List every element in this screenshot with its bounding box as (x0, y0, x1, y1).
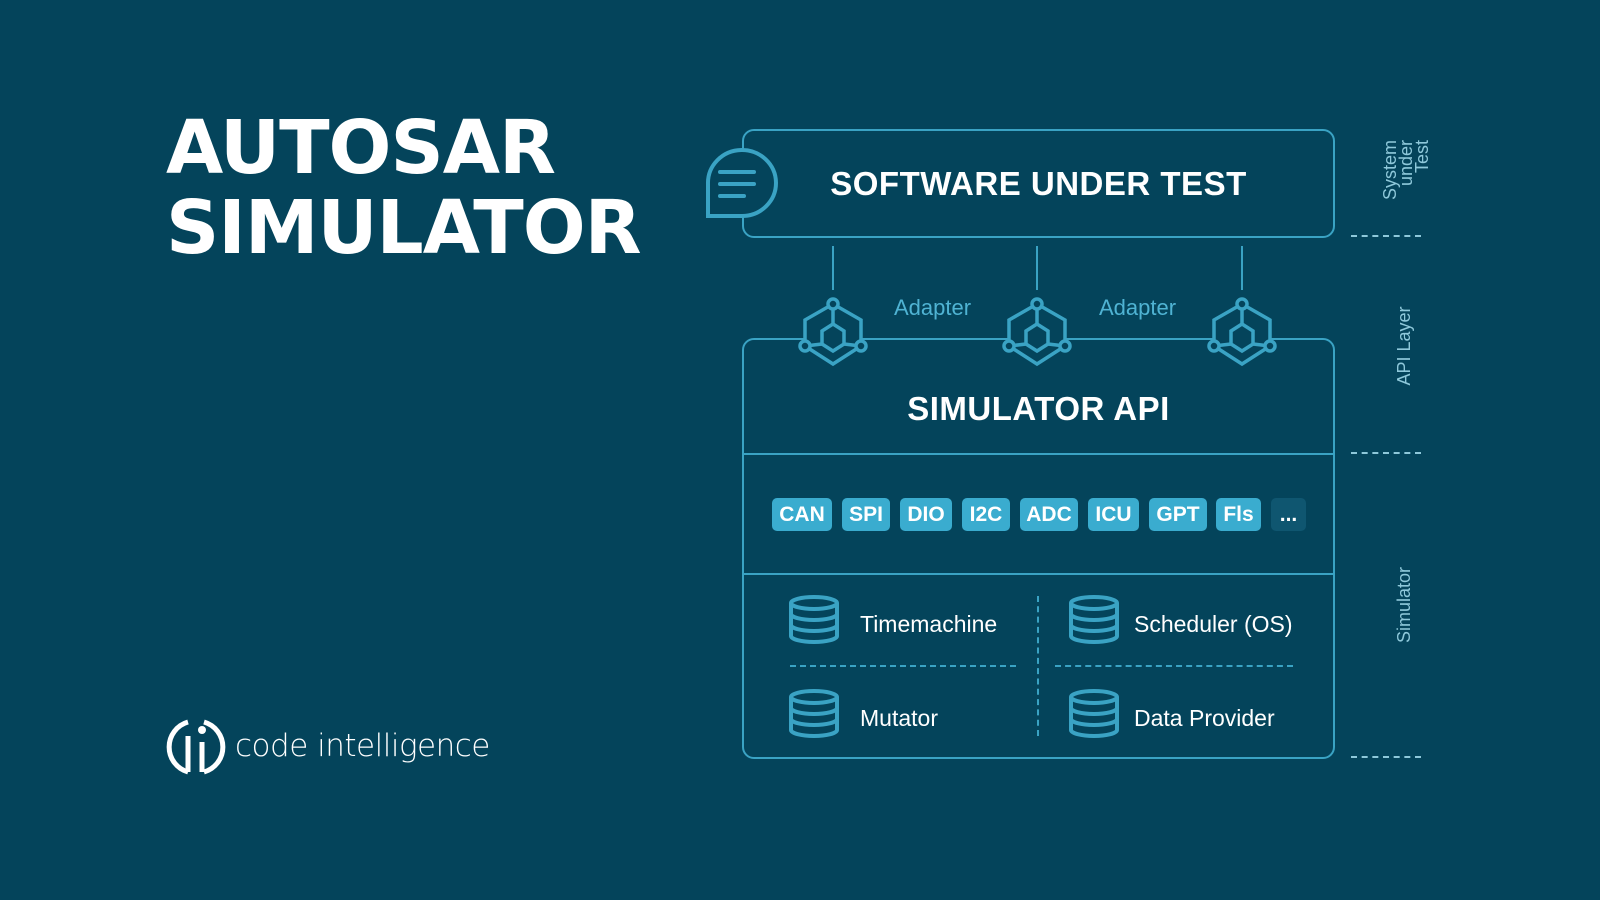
component-label: Timemachine (860, 611, 998, 637)
layer-separator (1351, 756, 1421, 758)
module-chip-more: ... (1271, 498, 1306, 531)
side-label-api-layer: API Layer (1394, 306, 1414, 386)
divider-dashed (1055, 665, 1293, 667)
module-chip-adc: ADC (1020, 498, 1078, 531)
connector-line (832, 246, 834, 290)
database-icon (789, 595, 839, 644)
side-label-line: Test (1412, 140, 1432, 174)
module-chip-fls: Fls (1216, 498, 1261, 531)
module-chip-i2c: I2C (962, 498, 1010, 531)
divider-dashed-vertical (1037, 596, 1039, 736)
code-intelligence-logo-icon (166, 719, 226, 775)
page-title: AUTOSAR SIMULATOR (166, 105, 642, 271)
simulator-api-label: SIMULATOR API (907, 390, 1170, 427)
database-icon (1069, 689, 1119, 738)
divider-dashed (790, 665, 1016, 667)
module-chip-gpt: GPT (1149, 498, 1207, 531)
component-label: Scheduler (OS) (1134, 611, 1293, 637)
chat-bubble-icon (705, 148, 778, 218)
adapter-hub-icon (798, 297, 868, 367)
software-under-test-label: SOFTWARE UNDER TEST (830, 165, 1247, 202)
adapter-hub-icon (1207, 297, 1277, 367)
component-label: Data Provider (1134, 705, 1275, 731)
title-line-2: SIMULATOR (166, 185, 642, 271)
database-icon (789, 689, 839, 738)
database-icon (1069, 595, 1119, 644)
logo-text: code intelligence (235, 728, 490, 764)
divider (742, 573, 1335, 575)
connector-line (1036, 246, 1038, 290)
adapter-label: Adapter (894, 295, 972, 320)
module-chip-spi: SPI (842, 498, 890, 531)
software-under-test-box: SOFTWARE UNDER TEST (742, 129, 1335, 238)
side-label-simulator: Simulator (1394, 566, 1414, 644)
layer-separator (1351, 235, 1421, 237)
module-chip-dio: DIO (900, 498, 952, 531)
layer-separator (1351, 452, 1421, 454)
side-label-system-under-test: System under Test (1380, 140, 1432, 204)
connector-line (1241, 246, 1243, 290)
module-chip-icu: ICU (1088, 498, 1139, 531)
divider (742, 453, 1335, 455)
adapter-label: Adapter (1099, 295, 1177, 320)
adapter-hub-icon (1002, 297, 1072, 367)
component-label: Mutator (860, 705, 938, 731)
title-line-1: AUTOSAR (166, 105, 556, 191)
module-chip-can: CAN (772, 498, 832, 531)
